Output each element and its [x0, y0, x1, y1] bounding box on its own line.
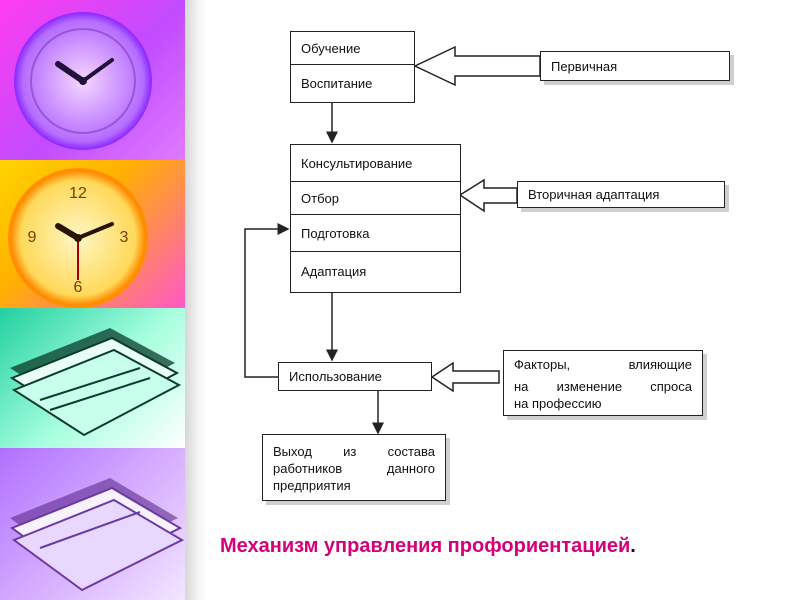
clock-icon: 12 3 6 9: [8, 168, 148, 308]
papers-icon: [9, 478, 185, 592]
orange-clock-image: 12 3 6 9: [0, 160, 185, 308]
secondary-input-box: Вторичная адаптация: [517, 181, 725, 208]
stage2-item: Отбор: [301, 190, 339, 206]
exit-line: работников данного: [273, 461, 435, 476]
block-arrow-factors: [430, 361, 500, 393]
caption-period: .: [630, 535, 636, 557]
stage1-item: Воспитание: [301, 75, 373, 91]
svg-text:3: 3: [120, 229, 129, 246]
secondary-input-label: Вторичная адаптация: [528, 187, 660, 202]
factors-line: Факторы, влияющие: [514, 357, 692, 372]
stage1-box: Обучение Воспитание: [290, 31, 415, 103]
factors-input-box: Факторы, влияющие на изменение спроса на…: [503, 350, 703, 416]
primary-input-box: Первичная: [540, 51, 730, 81]
stage1-item: Обучение: [301, 40, 361, 56]
strip-fade: [185, 0, 207, 600]
caption-title: Механизм управления профориентацией: [220, 535, 631, 557]
svg-text:9: 9: [28, 229, 37, 246]
papers-icon: [9, 328, 182, 437]
decorative-image-strip: 12 3 6 9: [0, 0, 185, 600]
clock-icon: [14, 12, 152, 150]
svg-text:6: 6: [74, 279, 83, 296]
stage2-item: Консультирование: [301, 155, 413, 171]
slide-caption: Механизм управления профориентацией.: [220, 535, 636, 558]
block-arrow-secondary: [458, 178, 518, 213]
purple-clock-image: [0, 0, 185, 160]
use-box: Использование: [278, 362, 432, 391]
stage2-box: Консультирование Отбор Подготовка Адапта…: [290, 144, 461, 293]
factors-line: на изменение спроса: [514, 379, 692, 394]
feedback-loop-line: [244, 223, 290, 378]
primary-input-label: Первичная: [551, 58, 618, 74]
use-label: Использование: [289, 369, 382, 384]
svg-text:12: 12: [69, 185, 87, 202]
green-papers-image: [0, 308, 185, 448]
violet-papers-image: [0, 448, 185, 600]
block-arrow-primary: [413, 45, 541, 87]
stage2-item: Адаптация: [301, 264, 367, 279]
factors-line: на профессию: [514, 396, 602, 411]
exit-line: Выход из состава: [273, 444, 435, 459]
stage2-item: Подготовка: [301, 225, 370, 241]
exit-line: предприятия: [273, 478, 351, 493]
exit-box: Выход из состава работников данного пред…: [262, 434, 446, 501]
